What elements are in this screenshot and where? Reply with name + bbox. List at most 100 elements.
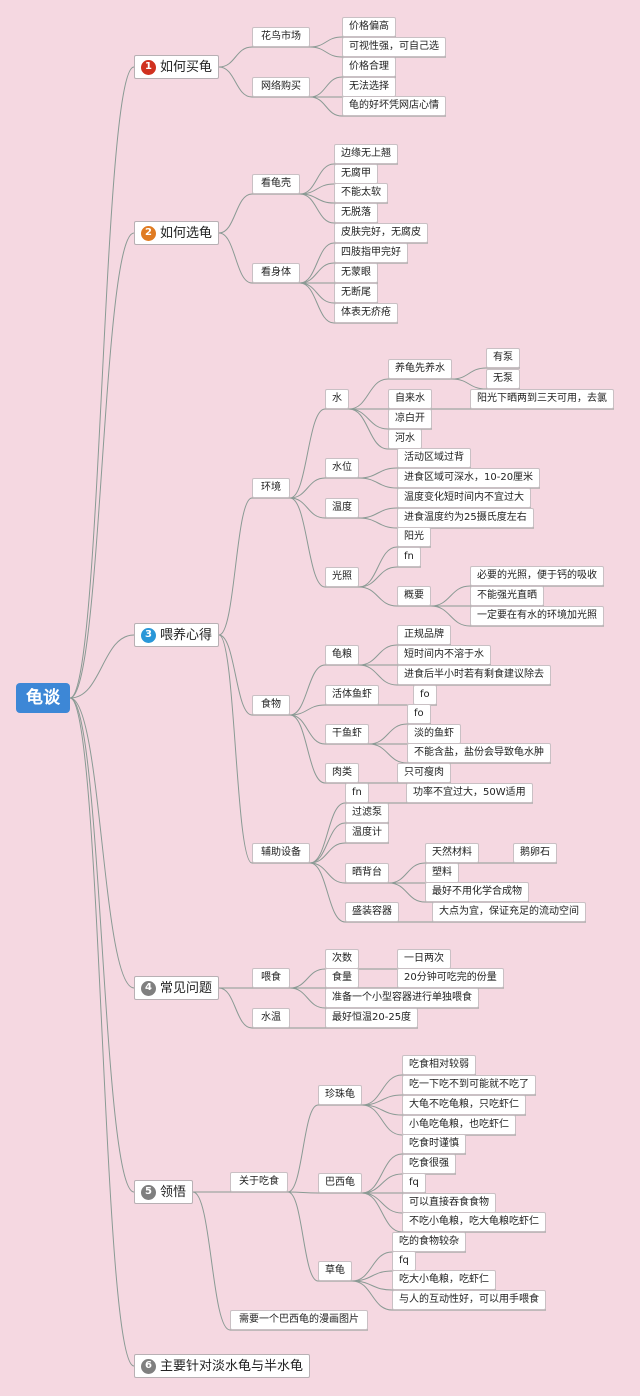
node-root[interactable]: 龟谈 bbox=[16, 683, 70, 713]
node-b3c2b[interactable]: 活体鱼虾 bbox=[325, 685, 379, 705]
node-b3c3d1x[interactable]: 鹅卵石 bbox=[513, 843, 557, 863]
node-b3c1d2[interactable]: fn bbox=[397, 547, 421, 567]
node-b5c1a1[interactable]: 吃食相对较弱 bbox=[402, 1055, 476, 1075]
node-b1c1a[interactable]: 价格偏高 bbox=[342, 17, 396, 37]
node-b3c1d3[interactable]: 概要 bbox=[397, 586, 431, 606]
node-b1c2b[interactable]: 无法选择 bbox=[342, 77, 396, 97]
node-b3c1b1[interactable]: 活动区域过背 bbox=[397, 448, 471, 468]
node-b3c1a2x[interactable]: 阳光下晒两到三天可用，去氯 bbox=[470, 389, 614, 409]
node-b3c2c2[interactable]: 淡的鱼虾 bbox=[407, 724, 461, 744]
node-b2c2[interactable]: 看身体 bbox=[252, 263, 300, 283]
node-b4c1[interactable]: 喂食 bbox=[252, 968, 290, 988]
node-label: 水位 bbox=[332, 462, 352, 473]
node-b5c1b3[interactable]: fq bbox=[402, 1173, 426, 1193]
node-b5c1b1[interactable]: 吃食时谨慎 bbox=[402, 1134, 466, 1154]
node-b3c1d3y[interactable]: 不能强光直晒 bbox=[470, 586, 544, 606]
node-b3c2c[interactable]: 干鱼虾 bbox=[325, 724, 369, 744]
node-b5c1b2[interactable]: 吃食很强 bbox=[402, 1154, 456, 1174]
node-b4c1a1[interactable]: 一日两次 bbox=[397, 949, 451, 969]
node-b3c1c1[interactable]: 温度变化短时间内不宜过大 bbox=[397, 488, 531, 508]
node-label: 巴西龟 bbox=[325, 1177, 355, 1188]
node-b2c1d[interactable]: 无脱落 bbox=[334, 203, 378, 223]
node-b3c3d[interactable]: 晒背台 bbox=[345, 863, 389, 883]
node-b3c1a3[interactable]: 凉白开 bbox=[388, 409, 432, 429]
node-b5c1b[interactable]: 巴西龟 bbox=[318, 1173, 362, 1193]
node-b2c1[interactable]: 看龟壳 bbox=[252, 174, 300, 194]
node-b5c1a2[interactable]: 吃一下吃不到可能就不吃了 bbox=[402, 1075, 536, 1095]
node-b3c1b2[interactable]: 进食区域可深水，10-20厘米 bbox=[397, 468, 541, 488]
node-b5c2[interactable]: 需要一个巴西龟的漫画图片 bbox=[230, 1310, 368, 1330]
node-b4c2[interactable]: 水温 bbox=[252, 1008, 290, 1028]
node-b3c2a3[interactable]: 进食后半小时若有剩食建议除去 bbox=[397, 665, 551, 685]
node-b3c3c[interactable]: 温度计 bbox=[345, 823, 389, 843]
node-b3c3a[interactable]: fn bbox=[345, 783, 369, 803]
node-b3c1a2[interactable]: 自来水 bbox=[388, 389, 432, 409]
node-b2c2a[interactable]: 皮肤完好，无腐皮 bbox=[334, 223, 428, 243]
node-b3c3b[interactable]: 过滤泵 bbox=[345, 803, 389, 823]
node-b4c2a[interactable]: 最好恒温20-25度 bbox=[325, 1008, 419, 1028]
node-b3c2c1[interactable]: fo bbox=[407, 704, 431, 724]
node-b3c1a1x[interactable]: 有泵 bbox=[486, 348, 520, 368]
node-b3c1c[interactable]: 温度 bbox=[325, 498, 359, 518]
node-b3c2c3[interactable]: 不能含盐，盐份会导致龟水肿 bbox=[407, 743, 551, 763]
node-b1c2c[interactable]: 龟的好坏凭网店心情 bbox=[342, 96, 446, 116]
node-b3c3[interactable]: 辅助设备 bbox=[252, 843, 310, 863]
node-b5c1c4[interactable]: 与人的互动性好，可以用手喂食 bbox=[392, 1290, 546, 1310]
node-b5c1a[interactable]: 珍珠龟 bbox=[318, 1085, 362, 1105]
node-b3c1a4[interactable]: 河水 bbox=[388, 429, 422, 449]
node-b3c3d2[interactable]: 塑料 bbox=[425, 863, 459, 883]
node-b3c3d3[interactable]: 最好不用化学合成物 bbox=[425, 882, 529, 902]
node-b3c2a[interactable]: 龟粮 bbox=[325, 645, 359, 665]
node-b3c2d[interactable]: 肉类 bbox=[325, 763, 359, 783]
node-b1c1b[interactable]: 可视性强，可自己选 bbox=[342, 37, 446, 57]
node-b5c1c3[interactable]: 吃大小龟粮，吃虾仁 bbox=[392, 1270, 496, 1290]
node-b2c2e[interactable]: 体表无疥疮 bbox=[334, 303, 398, 323]
node-b2c2d[interactable]: 无断尾 bbox=[334, 283, 378, 303]
node-b3c1d1[interactable]: 阳光 bbox=[397, 527, 431, 547]
node-b5c1[interactable]: 关于吃食 bbox=[230, 1172, 288, 1192]
node-b3c1d3x[interactable]: 必要的光照，便于钙的吸收 bbox=[470, 566, 604, 586]
node-b3c1b[interactable]: 水位 bbox=[325, 458, 359, 478]
node-b4c1a[interactable]: 次数 bbox=[325, 949, 359, 969]
node-b5c1b4[interactable]: 可以直接吞食食物 bbox=[402, 1193, 496, 1213]
node-b5c1a4[interactable]: 小龟吃龟粮，也吃虾仁 bbox=[402, 1115, 516, 1135]
node-b3c1a1[interactable]: 养龟先养水 bbox=[388, 359, 452, 379]
node-b2c2c[interactable]: 无蒙眼 bbox=[334, 263, 378, 283]
node-b3c2a2[interactable]: 短时间内不溶于水 bbox=[397, 645, 491, 665]
node-b5c1c[interactable]: 草龟 bbox=[318, 1261, 352, 1281]
node-b3c3e[interactable]: 盛装容器 bbox=[345, 902, 399, 922]
node-b3c1a[interactable]: 水 bbox=[325, 389, 349, 409]
node-b3c1a1y[interactable]: 无泵 bbox=[486, 369, 520, 389]
node-b5c1b5[interactable]: 不吃小龟粮，吃大龟粮吃虾仁 bbox=[402, 1212, 546, 1232]
node-b3c1c2[interactable]: 进食温度约为25摄氏度左右 bbox=[397, 508, 534, 528]
node-b4c1b1[interactable]: 20分钟可吃完的份量 bbox=[397, 968, 504, 988]
node-b3c2a1[interactable]: 正规品牌 bbox=[397, 625, 451, 645]
node-b3c3d1[interactable]: 天然材料 bbox=[425, 843, 479, 863]
node-b2c2b[interactable]: 四肢指甲完好 bbox=[334, 243, 408, 263]
node-b3c3e1[interactable]: 大点为宜，保证充足的流动空间 bbox=[432, 902, 586, 922]
node-b3c1d[interactable]: 光照 bbox=[325, 567, 359, 587]
node-b3c1d3z[interactable]: 一定要在有水的环境加光照 bbox=[470, 606, 604, 626]
node-b3c2b1[interactable]: fo bbox=[413, 685, 437, 705]
node-b4c1c[interactable]: 准备一个小型容器进行单独喂食 bbox=[325, 988, 479, 1008]
node-b3c2[interactable]: 食物 bbox=[252, 695, 290, 715]
node-b2c1c[interactable]: 不能太软 bbox=[334, 183, 388, 203]
node-b1c2a[interactable]: 价格合理 bbox=[342, 57, 396, 77]
node-b2c1b[interactable]: 无腐甲 bbox=[334, 164, 378, 184]
node-b3c1[interactable]: 环境 bbox=[252, 478, 290, 498]
node-b3c3a1[interactable]: 功率不宜过大，50W适用 bbox=[406, 783, 533, 803]
node-b5c1c1[interactable]: 吃的食物较杂 bbox=[392, 1232, 466, 1252]
node-b3c2d1[interactable]: 只可瘦肉 bbox=[397, 763, 451, 783]
node-b2c1a[interactable]: 边缘无上翘 bbox=[334, 144, 398, 164]
node-b5c1a3[interactable]: 大龟不吃龟粮，只吃虾仁 bbox=[402, 1095, 526, 1115]
node-b5c1c2[interactable]: fq bbox=[392, 1251, 416, 1271]
node-b1c2[interactable]: 网络购买 bbox=[252, 77, 310, 97]
node-b4c1b[interactable]: 食量 bbox=[325, 968, 359, 988]
node-b1c1[interactable]: 花鸟市场 bbox=[252, 27, 310, 47]
